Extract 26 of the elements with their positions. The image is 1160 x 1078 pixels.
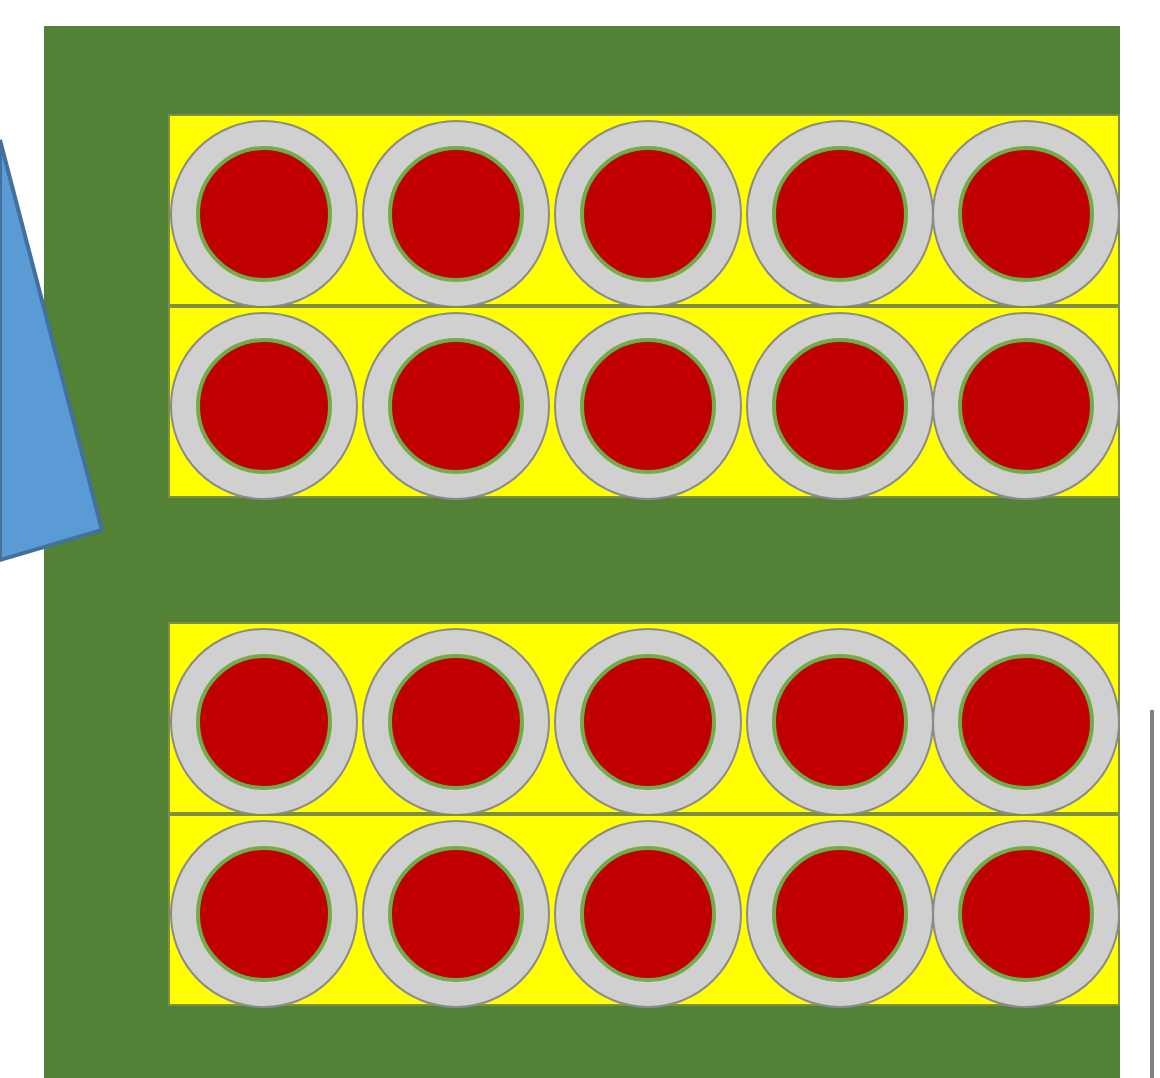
ring-circle	[168, 626, 360, 818]
ring-circle	[360, 626, 552, 818]
ring-circle	[168, 818, 360, 1010]
pointer-shape	[0, 136, 108, 564]
ring-circle	[744, 310, 936, 502]
ring-circle	[360, 310, 552, 502]
ring-circle	[552, 626, 744, 818]
ring-circle	[552, 118, 744, 310]
band	[168, 622, 1120, 814]
band	[168, 814, 1120, 1006]
ring-circle	[168, 118, 360, 310]
ring-circle	[930, 626, 1122, 818]
ring-circle	[930, 118, 1122, 310]
ring-circle	[360, 118, 552, 310]
ring-circle	[930, 818, 1122, 1010]
ring-circle	[744, 118, 936, 310]
ring-circle	[744, 626, 936, 818]
band	[168, 114, 1120, 306]
ring-circle	[744, 818, 936, 1010]
ring-circle	[930, 310, 1122, 502]
band	[168, 306, 1120, 498]
panel	[44, 26, 1120, 1078]
ring-circle	[552, 818, 744, 1010]
ring-circle	[168, 310, 360, 502]
ring-circle	[552, 310, 744, 502]
ring-circle	[360, 818, 552, 1010]
